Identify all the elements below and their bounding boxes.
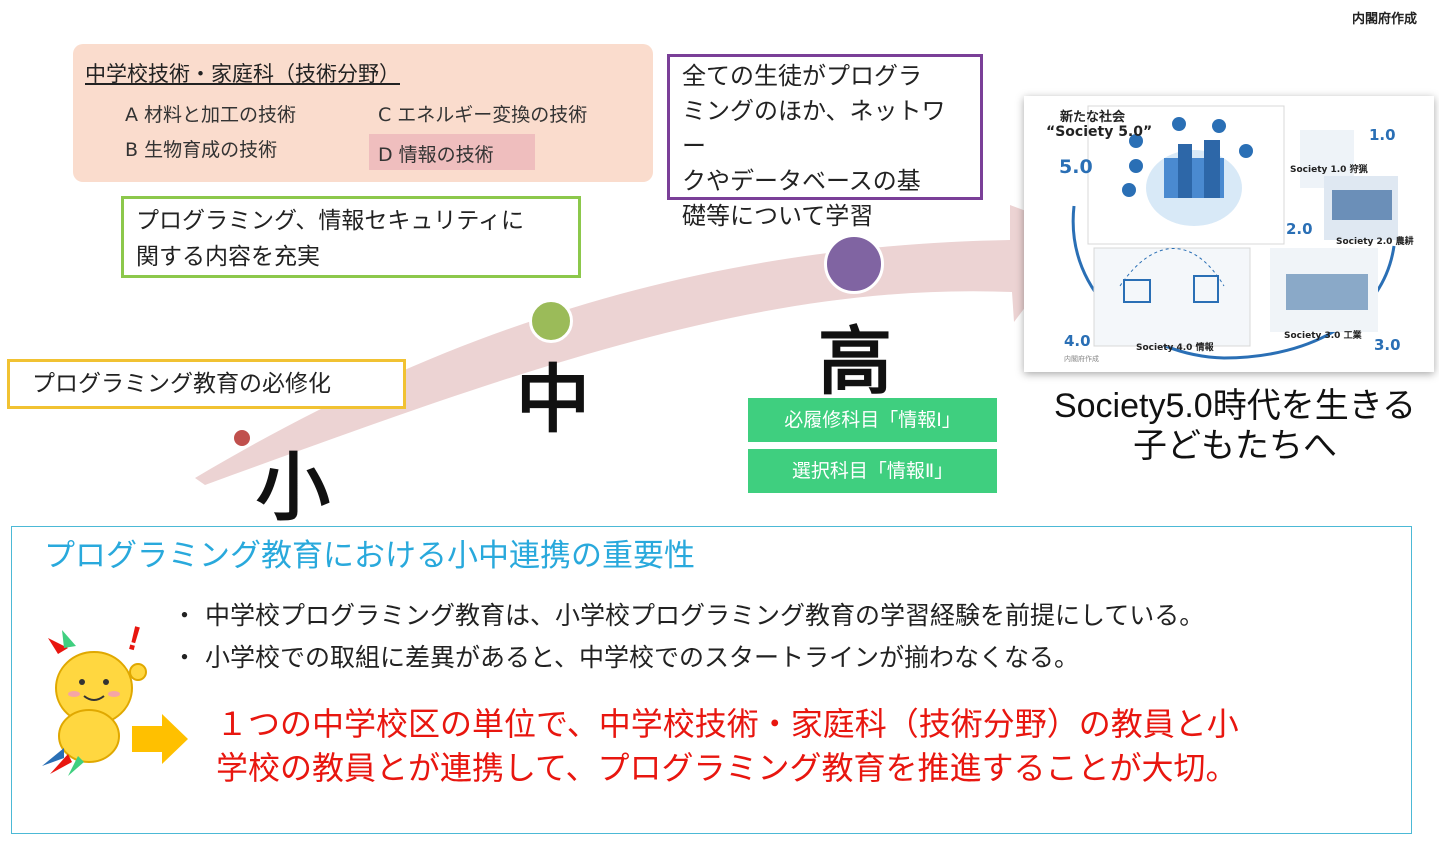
- stage-middle: 中: [516, 357, 590, 443]
- svg-text:!: !: [124, 619, 145, 659]
- high-box-line2: ミングのほか、ネットワー: [682, 97, 946, 160]
- stage-high: 高: [818, 319, 892, 405]
- bullet-1: ・ 中学校プログラミング教育は、小学校プログラミング教育の学習経験を前提にしてい…: [172, 601, 1205, 630]
- middle-dot: [529, 299, 573, 343]
- high-dot: [824, 234, 884, 294]
- label-40: Society 4.0 情報: [1136, 343, 1214, 353]
- right-arrow-icon: [132, 714, 188, 764]
- subject-title: 中学校技術・家庭科（技術分野）: [85, 62, 400, 86]
- conclusion-line1: １つの中学校区の単位で、中学校技術・家庭科（技術分野）の教員と小: [216, 705, 1239, 743]
- subject-item-d-highlight: [369, 134, 535, 170]
- subject-item-a: A 材料と加工の技術: [125, 104, 297, 126]
- elementary-box: プログラミング教育の必修化: [7, 359, 406, 409]
- mascot-image: !: [42, 619, 147, 776]
- conclusion-line2: 学校の教員とが連携して、プログラミング教育を推進することが大切。: [216, 749, 1238, 787]
- label-20: Society 2.0 農耕: [1336, 237, 1414, 247]
- num-30: 3.0: [1374, 336, 1401, 354]
- society50-label: “Society 5.0”: [1046, 124, 1153, 140]
- image-source: 内閣府作成: [1064, 355, 1099, 363]
- stage-elementary: 小: [256, 445, 330, 531]
- society-caption-line2: 子どもたちへ: [1133, 427, 1337, 465]
- bullet-2: ・ 小学校での取組に差異があると、中学校でのスタートラインが揃わなくなる。: [172, 643, 1079, 672]
- society-caption: Society5.0時代を生きる 子どもたちへ: [1030, 386, 1439, 466]
- bottom-panel: [11, 526, 1412, 834]
- new-society-label: 新たな社会: [1060, 110, 1126, 125]
- bottom-heading: プログラミング教育における小中連携の重要性: [44, 538, 695, 574]
- middle-school-box: プログラミング、情報セキュリティに 関する内容を充実: [121, 196, 581, 278]
- society-illustration: [1071, 105, 1398, 360]
- subject-box: [73, 44, 653, 182]
- middle-box-line2: 関する内容を充実: [136, 244, 320, 270]
- high-box-line3: クやデータベースの基: [682, 167, 921, 195]
- elementary-dot: [234, 430, 250, 446]
- high-school-box: 全ての生徒がプログラ ミングのほか、ネットワー クやデータベースの基 礎等につい…: [667, 54, 983, 230]
- num-10: 1.0: [1369, 126, 1396, 144]
- subject-item-c: C エネルギー変換の技術: [378, 104, 588, 126]
- num-20: 2.0: [1286, 220, 1313, 238]
- credit-label: 内閣府作成: [1351, 12, 1417, 27]
- subject-item-d: D 情報の技術: [378, 144, 494, 166]
- elective-course-badge: 選択科目「情報Ⅱ」: [748, 449, 997, 493]
- subject-item-b: B 生物育成の技術: [125, 139, 278, 161]
- label-30: Society 3.0 工業: [1284, 331, 1362, 341]
- required-course-badge: 必履修科目「情報Ⅰ」: [748, 398, 997, 442]
- society-image: 新たな社会 “Society 5.0” 5.0 1.0 2.0 3.0 4.0 …: [1024, 96, 1434, 372]
- high-box-line1: 全ての生徒がプログラ: [682, 62, 922, 90]
- label-10: Society 1.0 狩猟: [1290, 165, 1368, 175]
- conclusion-text: １つの中学校区の単位で、中学校技術・家庭科（技術分野）の教員と小 学校の教員とが…: [216, 702, 1386, 790]
- high-box-line4: 礎等について学習: [682, 202, 874, 230]
- num-40: 4.0: [1064, 332, 1091, 350]
- middle-box-line1: プログラミング、情報セキュリティに: [136, 208, 525, 234]
- society-caption-line1: Society5.0時代を生きる: [1053, 387, 1417, 425]
- num-50: 5.0: [1059, 156, 1093, 178]
